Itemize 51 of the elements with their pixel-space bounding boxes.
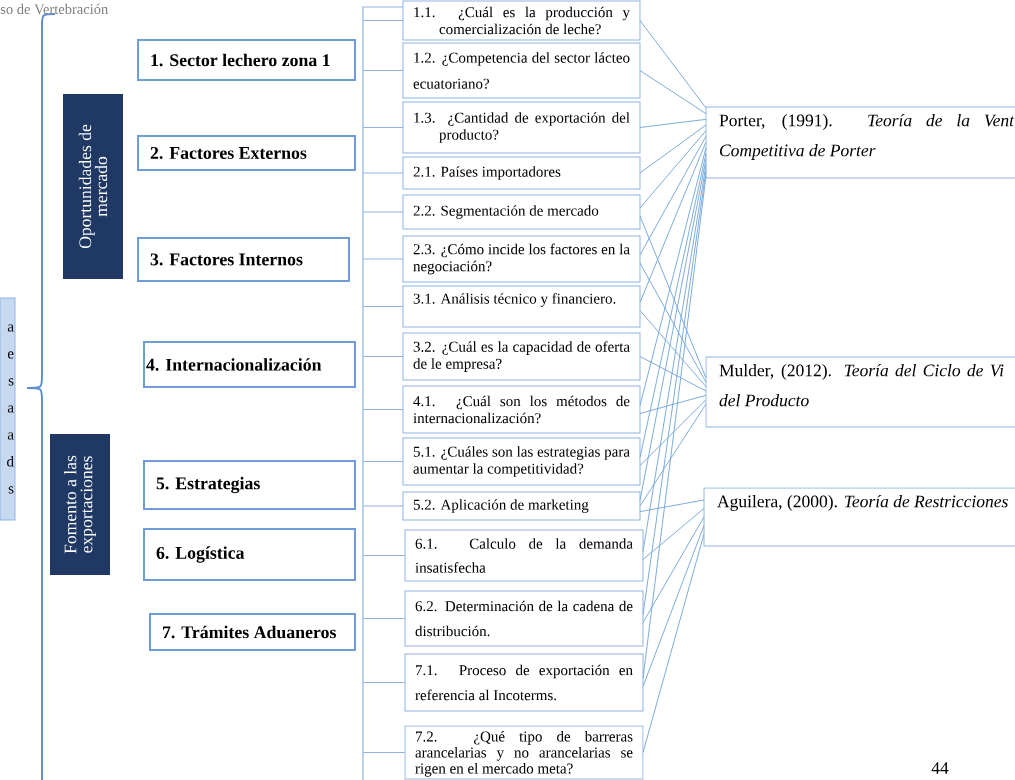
question-box: 1.2. ¿Competencia del sector lácteo ecuatoriano? xyxy=(402,42,641,99)
reference-box: Porter, (1991). Teoría de la Vent Competitiva de Porter xyxy=(705,106,1015,179)
connector-line xyxy=(642,164,707,552)
question-box: 2.1. Países importadores xyxy=(402,156,641,190)
question-box: 6.1. Calculo de la demanda insatisfecha xyxy=(404,529,644,582)
connector-line xyxy=(639,399,707,466)
question-box: 1.1. ¿Cuál es la producción y comercialización de leche? xyxy=(402,0,641,41)
page-number: 44 xyxy=(931,762,949,774)
connector-line xyxy=(639,262,707,383)
connector-line xyxy=(639,124,707,174)
vertical-label-box: Oportunidades de mercado xyxy=(63,94,123,279)
connector-line xyxy=(639,310,707,388)
connector-line xyxy=(639,130,707,209)
vertical-label-box: Fomento a las exportaciones xyxy=(50,434,110,575)
question-box: 3.2. ¿Cuál es la capacidad de oferta de le empresa? xyxy=(402,332,641,381)
question-box: 4.1. ¿Cuál son los métodos de internacionalización? xyxy=(402,385,641,434)
connector-line xyxy=(639,394,707,414)
connector-line xyxy=(642,525,705,687)
question-box: 6.2. Determinación de la cadena de distribución. xyxy=(404,590,644,647)
connector-line xyxy=(639,147,707,406)
connector-line xyxy=(639,215,707,379)
connector-line xyxy=(639,135,707,256)
question-box: 5.2. Aplicación de marketing xyxy=(402,491,641,521)
connector-line xyxy=(639,70,707,115)
connector-line xyxy=(639,356,707,392)
category-box: 7. Trámites Aduaneros xyxy=(149,613,356,651)
text-box: a e s a a d s xyxy=(0,297,16,521)
connector-line xyxy=(639,20,707,109)
header-text: so de Vertebración xyxy=(0,3,108,15)
question-box: 7.1. Proceso de exportación en referencia al Incoterms. xyxy=(404,653,644,712)
connector-line xyxy=(642,533,705,753)
question-box: 7.2. ¿Qué tipo de barreras arancelarias y no arancelarias se rigen en el mercado meta? xyxy=(404,725,644,780)
connector-line xyxy=(639,141,707,303)
question-box: 5.1. ¿Cuáles son las estrategias para aumentar la competitividad? xyxy=(402,437,641,486)
connector-line xyxy=(639,403,707,507)
connector-line xyxy=(642,516,705,623)
question-box: 2.3. ¿Cómo incide los factores en la negociación? xyxy=(402,235,641,283)
question-box: 1.3. ¿Cantidad de exportación del producto? xyxy=(402,101,641,154)
category-box: 6. Logística xyxy=(143,528,356,581)
category-box: 2. Factores Externos xyxy=(137,135,356,171)
connector-line xyxy=(639,118,707,128)
reference-box: Aguilera, (2000). Teoría de Restricciones xyxy=(703,487,1015,547)
category-box: 1. Sector lechero zona 1 xyxy=(137,39,356,81)
category-box: 4. Internacionalización xyxy=(143,341,356,388)
question-box: 3.1. Análisis técnico y financiero. xyxy=(402,285,641,328)
connector-line xyxy=(642,508,705,560)
reference-box: Mulder, (2012). Teoría del Ciclo de Vi del Producto xyxy=(705,356,1015,428)
category-box: 5. Estrategias xyxy=(143,460,356,510)
connector-line xyxy=(639,499,705,513)
category-box: 3. Factores Internos xyxy=(137,237,350,282)
question-box: 2.2. Segmentación de mercado xyxy=(402,194,641,230)
